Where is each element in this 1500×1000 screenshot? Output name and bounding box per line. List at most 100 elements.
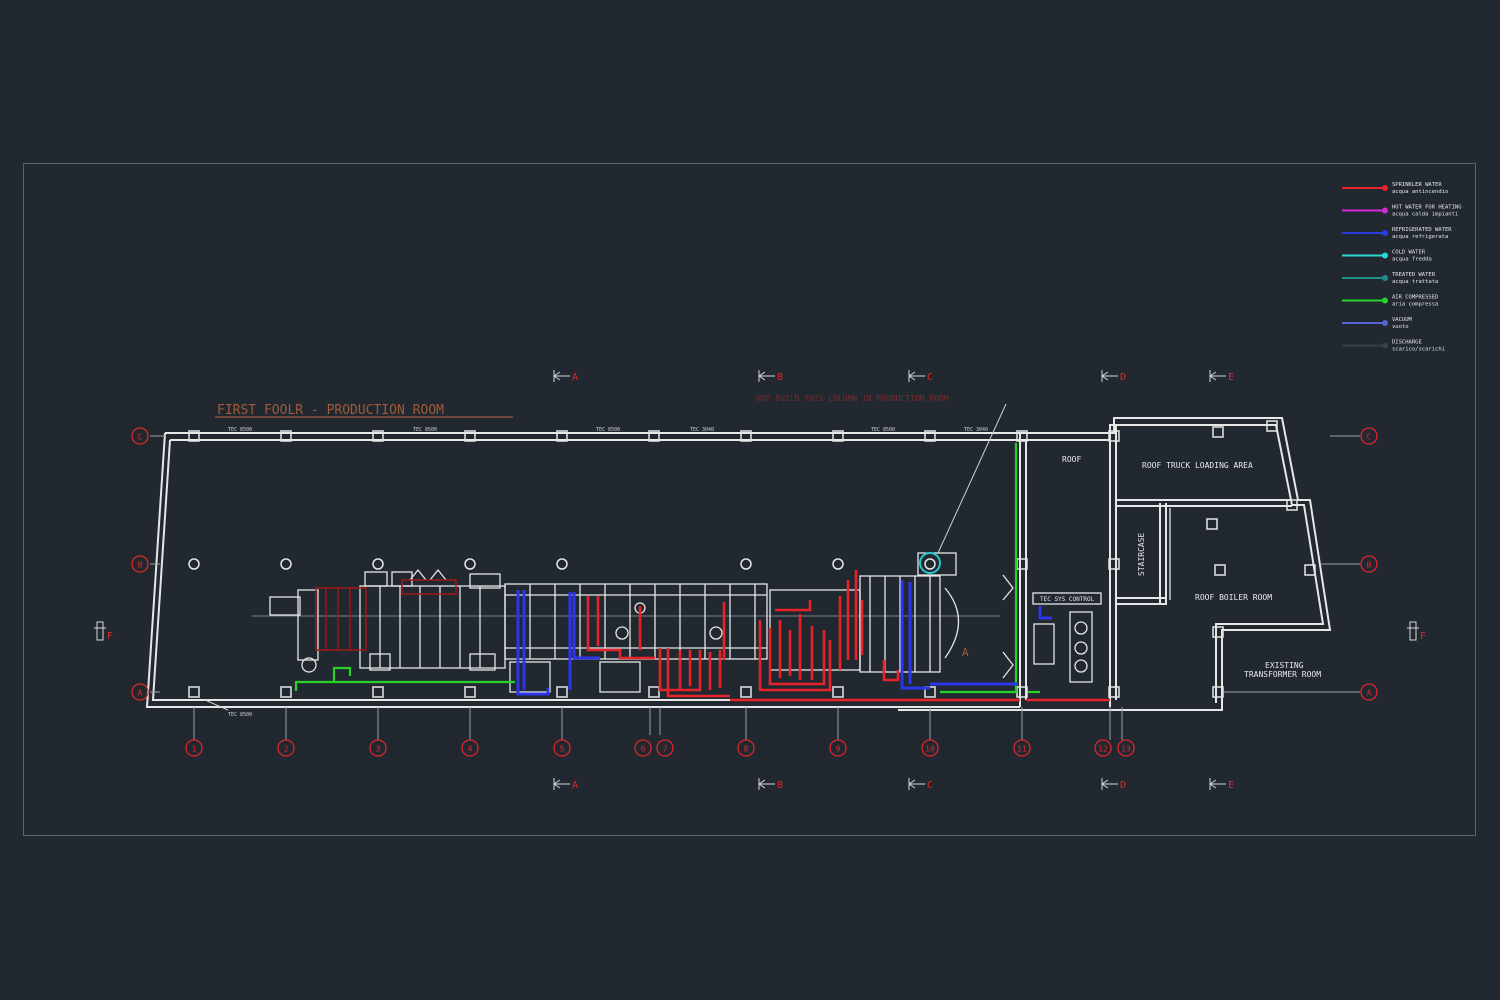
legend-swatch xyxy=(1382,297,1388,304)
column xyxy=(832,430,844,442)
section-arrow-head xyxy=(908,371,916,381)
column xyxy=(1212,686,1224,698)
legend-sublabel: scarico/scarichi xyxy=(1392,347,1445,353)
column xyxy=(280,430,292,442)
legend-label: AIR COMPRESSED xyxy=(1392,295,1438,301)
column xyxy=(280,686,292,698)
dimension-leader xyxy=(204,699,229,711)
sprinkler-water-piping xyxy=(586,570,1110,702)
legend-swatch xyxy=(1382,185,1388,191)
grid-bubble-label: 5 xyxy=(560,745,565,754)
section-arrow-head xyxy=(1209,371,1217,381)
column xyxy=(1108,430,1120,442)
dimension-label: TEC 3040 xyxy=(964,427,988,433)
column xyxy=(188,430,200,442)
legend-swatch xyxy=(1382,320,1388,326)
grid-bubble-label: 8 xyxy=(744,745,749,754)
legend-sublabel: acqua refrigerata xyxy=(1392,234,1448,240)
column xyxy=(1108,686,1120,698)
design-note: NOT BUILD THIS COLUMN IN PRODUCTION ROOM xyxy=(756,394,949,403)
grid-bubble xyxy=(1117,739,1135,757)
column xyxy=(1266,420,1278,432)
column xyxy=(1214,564,1226,576)
column xyxy=(832,686,844,698)
row-bubble-label: A xyxy=(138,689,143,698)
dimension-label: TEC 8500 xyxy=(413,427,437,433)
dimension-label: TEC 8500 xyxy=(596,427,620,433)
grid-bubble-label: 4 xyxy=(468,745,473,754)
grid-bubble xyxy=(921,739,939,757)
grid-bubble xyxy=(461,739,479,757)
column xyxy=(1206,518,1218,530)
structural-columns xyxy=(188,420,1316,698)
column xyxy=(372,430,384,442)
legend-label: HOT WATER FOR HEATING xyxy=(1392,205,1462,211)
grid-axis-lines xyxy=(150,435,1360,740)
grid-bubble xyxy=(656,739,674,757)
column xyxy=(740,430,752,442)
row-bubble xyxy=(131,555,149,573)
section-arrow-head xyxy=(1101,779,1109,789)
room-label-transformer-2: TRANSFORMER ROOM xyxy=(1244,670,1321,679)
grid-bubble-label: 3 xyxy=(376,745,381,754)
refrigerated-water-piping xyxy=(516,580,1052,696)
legend-label: TREATED WATER xyxy=(1392,272,1436,278)
grid-bubble-label: 13 xyxy=(1121,745,1131,754)
drawing-title: FIRST FOOLR - PRODUCTION ROOM xyxy=(217,403,444,418)
legend-label: REFRIGERATED WATER xyxy=(1392,227,1452,233)
row-bubble xyxy=(131,683,149,701)
room-label-roof-truck: ROOF TRUCK LOADING AREA xyxy=(1142,461,1253,470)
legend-swatch xyxy=(1382,252,1388,259)
legend-label: COLD WATER xyxy=(1392,250,1426,256)
row-bubble xyxy=(1360,555,1378,573)
legend-sublabel: aria compressa xyxy=(1392,302,1438,308)
grid-bubble xyxy=(1094,739,1112,757)
equipment-label: TEC SYS CONTROL xyxy=(1040,596,1095,603)
column xyxy=(1212,426,1224,438)
section-arrow-head xyxy=(758,371,766,381)
section-arrow-head xyxy=(553,779,561,789)
row-bubble-label: C xyxy=(1367,433,1372,442)
grid-bubble xyxy=(185,739,203,757)
section-arrow-head xyxy=(758,779,766,789)
legend-sublabel: acqua calda impianti xyxy=(1392,212,1458,218)
grid-bubble xyxy=(1013,739,1031,757)
grid-bubble-label: 9 xyxy=(836,745,841,754)
dimension-labels: TEC 8500 TEC 8500 TEC 8500 TEC 3040 TEC 8500… xyxy=(204,427,988,718)
row-bubble xyxy=(131,427,149,445)
grid-bubble xyxy=(829,739,847,757)
legend-label: DISCHARGE xyxy=(1392,340,1422,346)
grid-bubble xyxy=(634,739,652,757)
section-label: B xyxy=(777,780,783,791)
dimension-label: TEC 8500 xyxy=(871,427,895,433)
column xyxy=(556,430,568,442)
grid-bubble-label: 2 xyxy=(284,745,289,754)
compressed-air-piping xyxy=(294,443,1040,694)
column-round xyxy=(464,558,476,570)
row-bubble-label: C xyxy=(138,433,143,442)
column xyxy=(1286,499,1298,511)
column xyxy=(1304,564,1316,576)
room-label-roof-boiler: ROOF BOILER ROOM xyxy=(1195,593,1272,602)
area-mark: A xyxy=(962,646,969,659)
column xyxy=(1108,558,1120,570)
legend-label: VACUUM xyxy=(1392,317,1413,323)
column-round xyxy=(280,558,292,570)
drawing-frame xyxy=(23,163,1476,836)
dimension-label: TEC 8500 xyxy=(228,427,252,433)
section-arrow-head xyxy=(1209,779,1217,789)
column-round xyxy=(924,558,936,570)
column xyxy=(464,430,476,442)
column xyxy=(1016,430,1028,442)
section-label: D xyxy=(1120,372,1126,383)
cold-water-marker xyxy=(919,552,941,574)
legend-sublabel: acqua trattata xyxy=(1392,279,1438,285)
grid-bubble xyxy=(737,739,755,757)
legend-swatch xyxy=(1382,275,1388,281)
section-label: A xyxy=(572,372,578,383)
